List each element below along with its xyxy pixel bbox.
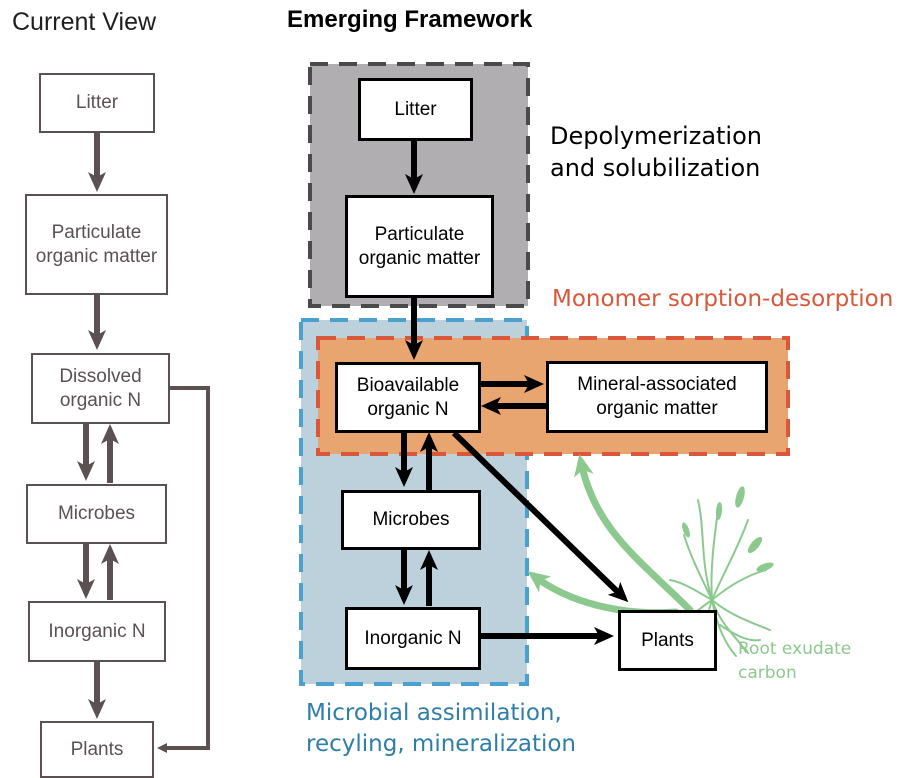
emerging-framework-title: Emerging Framework (287, 6, 533, 33)
cv-plants-box: Plants (40, 721, 154, 778)
ef-inorganic-box: Inorganic N (345, 607, 481, 670)
ef-maom-box: Mineral-associated organic matter (546, 361, 768, 433)
cv-microbes-box: Microbes (26, 484, 167, 544)
depolymerization-label: Depolymerization and solubilization (550, 122, 762, 183)
sorption-label: Monomer sorption-desorption (552, 286, 894, 312)
assimilation-label: Microbial assimilation, recyling, minera… (306, 700, 577, 758)
ef-litter-box: Litter (358, 78, 473, 141)
arrow-exudate-to-sorption (574, 454, 694, 614)
emerging-arrows (395, 141, 629, 645)
arrow-bon-to-plants (451, 430, 629, 603)
cv-litter-box: Litter (39, 73, 155, 133)
cv-inorganic-box: Inorganic N (28, 601, 166, 662)
cv-pom-box: Particulate organic matter (25, 194, 168, 295)
ef-pom-box: Particulate organic matter (345, 195, 494, 298)
current-view-title: Current View (12, 8, 157, 36)
ef-plants-box: Plants (618, 610, 717, 671)
ef-bon-box: Bioavailable organic N (335, 362, 481, 433)
ef-microbes-box: Microbes (341, 490, 481, 550)
arrow-don-to-plants (157, 386, 210, 753)
current-view-arrows (77, 133, 210, 753)
cv-don-box: Dissolved organic N (31, 353, 170, 424)
root-exudate-label: Root exudate carbon (738, 639, 852, 683)
